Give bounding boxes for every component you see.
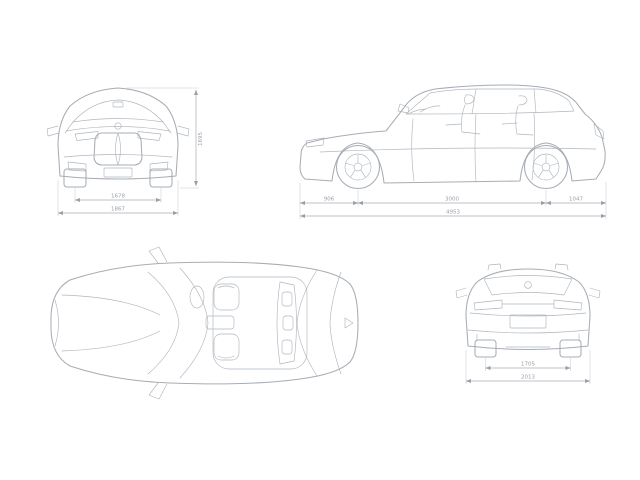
top-rear-window [296, 269, 342, 377]
rear-license-plate [509, 314, 547, 329]
rear-side-mirrors [455, 287, 601, 299]
front-windshield [72, 99, 164, 123]
rearview-mirror [112, 101, 124, 108]
passenger-headrest [217, 355, 235, 359]
front-extension-lines [57, 87, 199, 216]
front-roundel [114, 122, 122, 130]
front-right-tire [149, 168, 173, 188]
hood-line [65, 126, 171, 132]
rear-window [483, 275, 573, 296]
top-view [50, 246, 359, 400]
side-windows [405, 88, 575, 115]
driver-seat [213, 283, 240, 311]
rear-roundel [524, 281, 532, 289]
character-line [319, 147, 597, 153]
side-headlight [305, 137, 325, 148]
steering-wheel [189, 285, 205, 309]
pillar-lines [471, 88, 537, 115]
center-console [205, 315, 235, 330]
dim-length-label: 4953 [446, 210, 460, 216]
side-body-outline [299, 84, 606, 184]
front-intakes [67, 161, 169, 172]
front-dimensions: 1678 1867 1695 [57, 87, 204, 216]
top-body-outline [50, 261, 359, 385]
dim-wheelbase-label: 3000 [445, 197, 459, 203]
taillights [473, 299, 583, 311]
side-view [299, 84, 606, 190]
rear-bumper-line [467, 329, 589, 334]
door-handles [445, 122, 518, 126]
rear-left-tire [474, 339, 497, 358]
front-view [46, 87, 190, 188]
front-side-mirrors [46, 125, 190, 137]
dim-rear-overhang-label: 1047 [569, 197, 583, 203]
rear-wheel-spokes [533, 154, 559, 178]
dim-rear-width-label: 2013 [521, 375, 535, 381]
front-left-tire [63, 168, 87, 188]
rear-headrest-3 [281, 339, 293, 355]
rear-right-tire [559, 339, 582, 358]
side-dimensions: 906 3000 1047 4953 [299, 182, 607, 219]
rear-view [455, 263, 601, 358]
roof-rails [487, 263, 569, 271]
interior-seats [407, 94, 534, 136]
rear-dimensions: 1705 2013 [465, 350, 591, 384]
panoramic-roof [212, 276, 308, 370]
driver-headrest [217, 285, 235, 289]
headlights [74, 131, 162, 141]
front-wheel [335, 144, 381, 190]
top-mirrors [148, 246, 168, 400]
side-mirror [397, 103, 410, 114]
side-taillight [593, 123, 605, 140]
rear-body-outline [465, 268, 591, 350]
kidney-grille [93, 132, 143, 166]
front-bumper-line [63, 154, 173, 158]
front-license-plate [103, 167, 133, 178]
rear-wheel [523, 144, 569, 190]
dim-front-overhang-label: 906 [324, 197, 335, 203]
tailgate-line [469, 312, 587, 317]
grille-divider [115, 132, 121, 166]
hood-crease-lines [61, 294, 161, 352]
rear-extension-lines [465, 350, 591, 384]
nose-contour [54, 299, 59, 347]
passenger-seat [213, 333, 240, 361]
a-pillar-lines [64, 121, 172, 134]
dim-front-width-label: 1867 [111, 207, 125, 213]
door-lines [411, 112, 535, 183]
rear-bench [276, 281, 297, 365]
front-body-outline [57, 87, 179, 180]
dim-height-label: 1695 [198, 132, 204, 146]
rear-headrest-2 [282, 315, 294, 331]
top-windshield [147, 267, 209, 379]
dim-front-track-label: 1678 [111, 194, 125, 200]
front-wheel-spokes [345, 154, 371, 178]
rear-headrest-1 [281, 291, 293, 307]
dim-rear-track-label: 1705 [521, 362, 535, 368]
shark-fin-antenna [344, 317, 354, 329]
